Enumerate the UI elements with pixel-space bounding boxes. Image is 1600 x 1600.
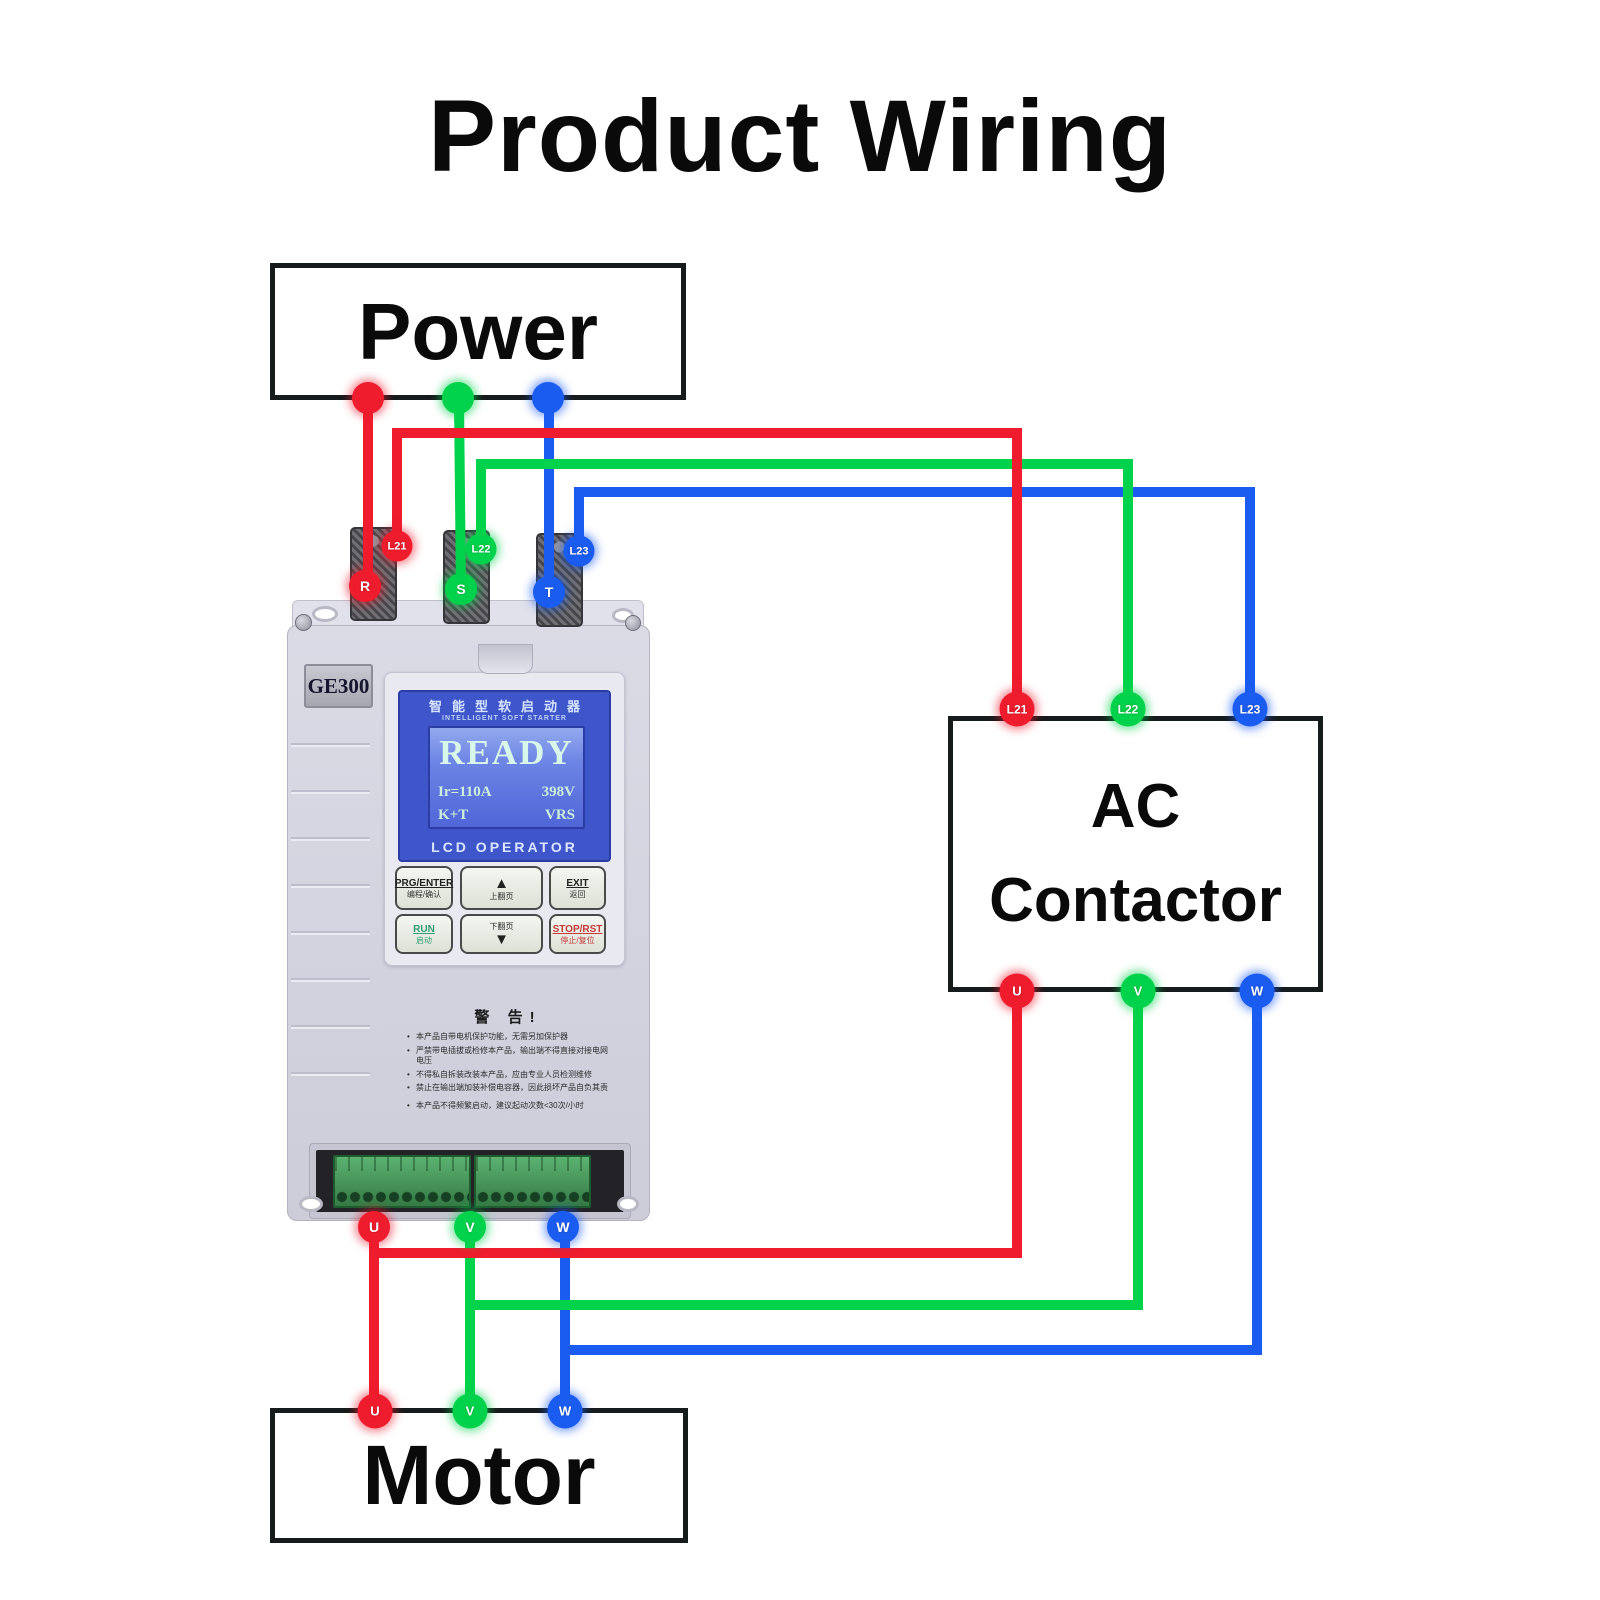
model-plate: GE300 — [304, 664, 373, 708]
run-label: RUN — [413, 923, 435, 935]
lcd-operator-label: LCD OPERATOR — [431, 839, 578, 855]
contactor-terminal-l23: L23 — [1232, 691, 1268, 727]
screw-top-right — [625, 615, 641, 631]
vent-groove — [291, 884, 370, 888]
lcd-voltage-value: 398V — [541, 784, 575, 800]
stop-reset-label-cn: 停止/复位 — [560, 935, 595, 945]
exit-button: EXIT 返回 — [549, 866, 606, 910]
starter-terminal-t: T — [533, 576, 565, 608]
up-arrow-icon: ▲ — [494, 874, 509, 892]
contactor-terminal-l22: L22 — [1110, 691, 1146, 727]
contactor-label-line2: Contactor — [989, 866, 1282, 935]
soft-starter-device: GE300 智能型软启动器 INTELLIGENT SOFT STARTER R… — [287, 598, 650, 1230]
lcd-status-text: READY — [439, 733, 574, 772]
power-terminal-blue — [532, 382, 564, 414]
model-number: GE300 — [307, 673, 370, 698]
stop-reset-label: STOP/RST — [552, 923, 603, 935]
starter-terminal-s: S — [445, 573, 477, 605]
vent-groove — [291, 931, 370, 935]
warning-list: 本产品自带电机保护功能，无需另加保护器 严禁带电插拔或检修本产品，输出端不得直接… — [406, 1032, 608, 1114]
page-title: Product Wiring — [427, 79, 1173, 193]
prg-enter-label-cn: 编程/确认 — [406, 889, 442, 899]
page-down-label-cn: 下翻页 — [489, 921, 514, 931]
page-up-label-cn: 上翻页 — [489, 891, 514, 901]
starter-terminal-r: R — [349, 570, 381, 602]
down-arrow-icon: ▼ — [494, 930, 509, 948]
lcd-screen: READY Ir=110A 398V K+T VRS — [428, 726, 585, 829]
panel-notch — [478, 644, 533, 674]
vent-groove — [291, 978, 370, 982]
run-button: RUN 启动 — [395, 914, 453, 954]
power-terminal-red — [352, 382, 384, 414]
starter-terminal-u: U — [358, 1211, 390, 1243]
starter-wire-label-l21: L21 — [381, 530, 413, 562]
contactor-terminal-v: V — [1120, 973, 1156, 1009]
contactor-label-line1: AC — [1090, 772, 1181, 841]
starter-terminal-v: V — [454, 1211, 486, 1243]
vent-groove — [291, 1025, 370, 1029]
motor-terminal-v: V — [452, 1393, 488, 1429]
wire-contactor-w-return — [561, 990, 1262, 1355]
mount-hole-top-left — [312, 606, 338, 622]
exit-label: EXIT — [566, 877, 589, 889]
run-label-cn: 启动 — [416, 935, 432, 945]
vent-groove — [291, 837, 370, 841]
starter-wire-label-l22: L22 — [465, 533, 497, 565]
warning-title: 警 告! — [474, 1009, 542, 1026]
vent-groove — [291, 790, 370, 794]
screw-top-left — [295, 614, 312, 631]
power-terminal-green — [442, 382, 474, 414]
warning-item: 严禁带电插拔或检修本产品，输出端不得直接对接电网电压 — [406, 1046, 608, 1067]
mount-hole-bottom-left — [299, 1196, 323, 1212]
power-box: Power — [270, 263, 686, 400]
lcd-mode-left: K+T — [438, 807, 469, 823]
contactor-terminal-w: W — [1239, 973, 1275, 1009]
wire-l23-to-contactor — [574, 487, 1255, 710]
motor-terminal-w: W — [547, 1393, 583, 1429]
page-down-button: ▼ 下翻页 — [460, 914, 543, 954]
motor-box: Motor — [270, 1408, 688, 1543]
contactor-terminal-l21: L21 — [999, 691, 1035, 727]
ac-contactor-box: AC Contactor — [948, 716, 1323, 992]
contactor-terminal-u: U — [999, 973, 1035, 1009]
mount-hole-bottom-right — [617, 1196, 639, 1212]
warning-item: 本产品自带电机保护功能，无需另加保护器 — [406, 1032, 608, 1043]
terminal-block-left — [333, 1155, 471, 1208]
motor-terminal-u: U — [357, 1393, 393, 1429]
lcd-mode-right: VRS — [544, 807, 575, 823]
page-up-button: ▲ 上翻页 — [460, 866, 543, 910]
starter-terminal-w: W — [547, 1211, 579, 1243]
prg-enter-button: PRG/ENTER 编程/确认 — [395, 866, 453, 910]
lcd-header-chinese: 智能型软启动器 — [428, 699, 590, 714]
warning-item: 本产品不得频繁启动，建议起动次数<30次/小时 — [406, 1101, 608, 1112]
warning-item: 不得私自拆装改装本产品，应由专业人员检测维修 — [406, 1070, 608, 1081]
lcd-header-english: INTELLIGENT SOFT STARTER — [442, 715, 567, 722]
terminal-block-right — [474, 1155, 591, 1208]
motor-label: Motor — [362, 1428, 596, 1522]
vent-groove — [291, 1072, 370, 1076]
exit-label-cn: 返回 — [569, 889, 586, 899]
stop-reset-button: STOP/RST 停止/复位 — [549, 914, 606, 954]
warning-item: 禁止在输出端加装补偿电容器，因此损坏产品自负其责 — [406, 1083, 608, 1094]
power-label: Power — [357, 286, 599, 376]
vent-groove — [291, 743, 370, 747]
lcd-current-value: Ir=110A — [438, 784, 492, 800]
prg-enter-label: PRG/ENTER — [394, 877, 454, 889]
starter-wire-label-l23: L23 — [563, 535, 595, 567]
lcd-bezel: 智能型软启动器 INTELLIGENT SOFT STARTER READY I… — [398, 690, 611, 862]
